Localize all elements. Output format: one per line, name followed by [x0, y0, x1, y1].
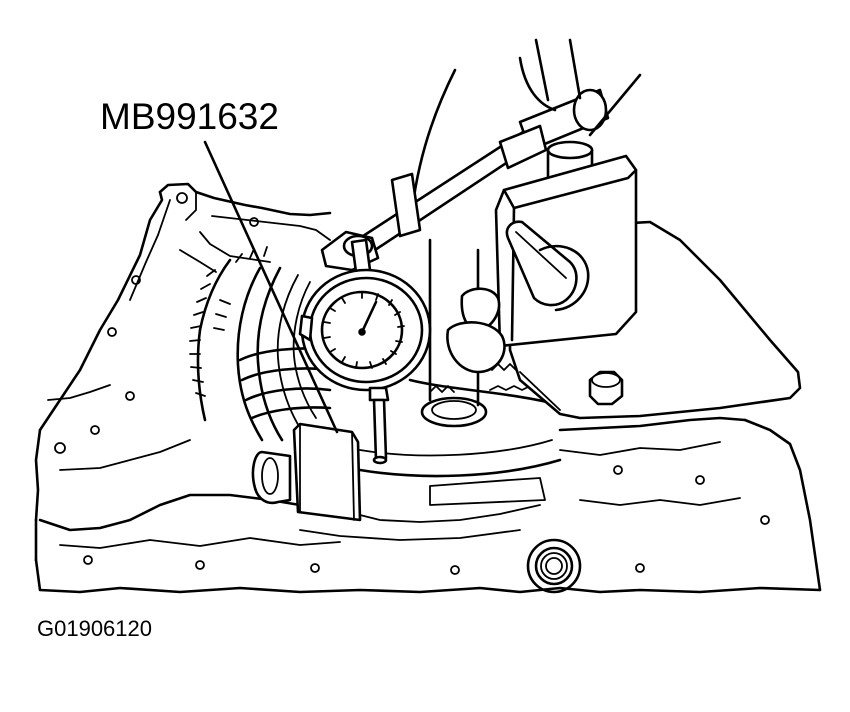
tool-part-number-label: MB991632: [100, 96, 279, 137]
holding-pads: [446, 287, 506, 374]
ring-gear-assembly: [189, 246, 562, 478]
magnetic-base: [494, 140, 638, 348]
label-leader-line: [203, 140, 339, 434]
indicator-holder-rod: [358, 38, 642, 254]
special-tool-mb991632: [251, 422, 546, 522]
dial-indicator: [298, 230, 432, 465]
transaxle-case: [34, 182, 822, 594]
figure-code: G01906120: [37, 616, 152, 641]
